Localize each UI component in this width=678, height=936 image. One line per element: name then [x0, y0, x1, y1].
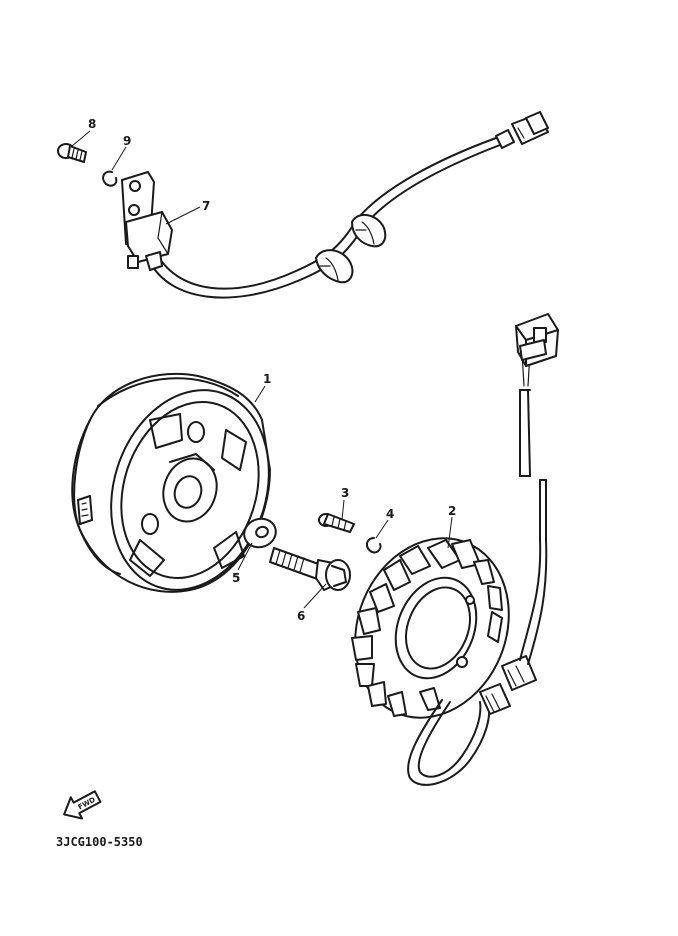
callout-2: 2	[448, 504, 456, 518]
rotor-flywheel	[71, 372, 271, 593]
washer-5	[243, 517, 277, 549]
clip-9	[102, 170, 118, 187]
screw-3	[318, 513, 355, 533]
diagram-code: 3JCG100-5350	[56, 835, 143, 849]
screw-8	[57, 143, 87, 163]
callout-4: 4	[386, 507, 394, 521]
fwd-arrow: FWD	[63, 790, 102, 820]
callout-6: 6	[297, 609, 305, 623]
callout-8: 8	[88, 117, 96, 131]
stator-poles	[351, 539, 503, 717]
stator-assembly	[351, 313, 559, 786]
callout-1: 1	[263, 372, 271, 386]
callout-5: 5	[232, 571, 240, 585]
callout-3: 3	[341, 486, 349, 500]
bolt-6	[269, 547, 351, 591]
clip-4	[366, 537, 382, 554]
leader-lines	[71, 130, 453, 609]
callout-7: 7	[202, 199, 210, 213]
callout-9: 9	[123, 134, 131, 148]
callout-labels: 1 2 3 4 5 6 7 8 9	[88, 117, 456, 623]
pickup-coil-assembly	[121, 111, 549, 299]
